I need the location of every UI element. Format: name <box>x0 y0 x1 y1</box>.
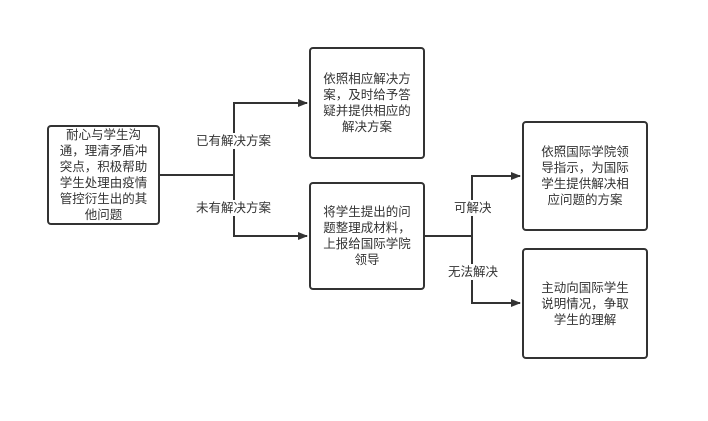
edge-label-has-solution: 已有解决方案 <box>195 133 273 149</box>
edge-label-solvable: 可解决 <box>453 200 493 216</box>
node-report-to-leaders: 将学生提出的问题整理成材料，上报给国际学院领导 <box>309 182 425 290</box>
connector-has-solution <box>233 99 308 175</box>
node-explain-to-students: 主动向国际学生说明情况，争取学生的理解 <box>522 248 648 359</box>
node-follow-leader-instructions: 依照国际学院领导指示，为国际学生提供解决相应问题的方案 <box>522 121 648 231</box>
edge-label-no-solution: 未有解决方案 <box>195 200 273 216</box>
node-report-text: 将学生提出的问题整理成材料，上报给国际学院领导 <box>323 204 411 267</box>
node-existing-solution-text: 依照相应解决方案，及时给予答疑并提供相应的解决方案 <box>323 71 411 134</box>
node-explain-text: 主动向国际学生说明情况，争取学生的理解 <box>541 279 629 327</box>
connector-no-solution <box>233 175 308 240</box>
node-follow-instructions-text: 依照国际学院领导指示，为国际学生提供解决相应问题的方案 <box>541 144 629 207</box>
edge-label-unsolvable: 无法解决 <box>447 264 500 280</box>
connector-solvable <box>471 172 521 236</box>
connector-unsolvable <box>471 236 521 307</box>
node-communicate-text: 耐心与学生沟通，理清矛盾冲突点，积极帮助学生处理由疫情管控衍生出的其他问题 <box>59 127 148 222</box>
node-apply-existing-solution: 依照相应解决方案，及时给予答疑并提供相应的解决方案 <box>309 47 425 159</box>
node-communicate-with-students: 耐心与学生沟通，理清矛盾冲突点，积极帮助学生处理由疫情管控衍生出的其他问题 <box>47 125 160 225</box>
